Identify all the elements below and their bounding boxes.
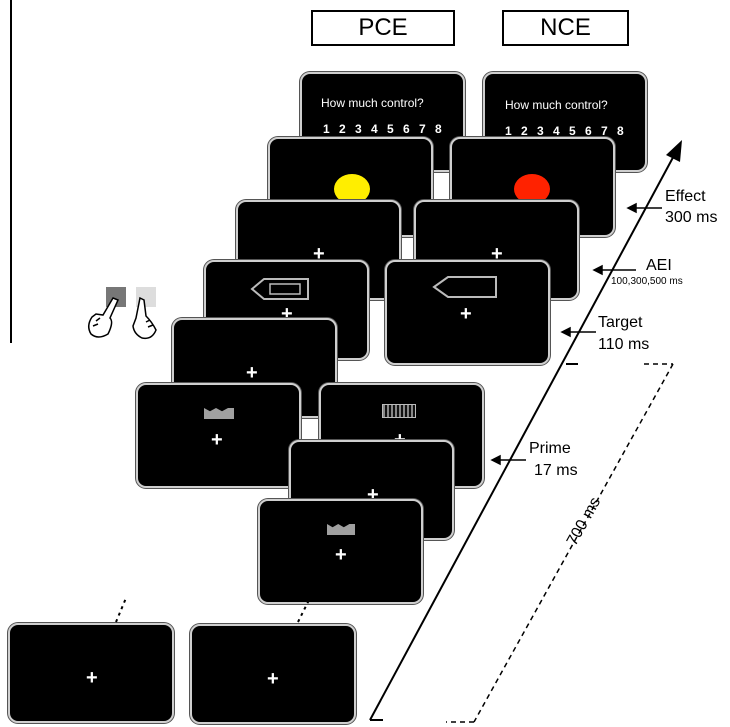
fixation-cross: +	[86, 667, 98, 689]
target-arrow-icon	[250, 278, 309, 300]
yellow-circle-effect	[334, 174, 370, 204]
divider-line	[10, 0, 12, 343]
fixation-screen-right: +	[190, 624, 356, 724]
pce-rating-question: How much control?	[321, 96, 424, 110]
mask-stimulus	[382, 404, 416, 418]
fixation-screen-left: +	[8, 623, 174, 723]
pce-prime-screen: +	[136, 383, 301, 488]
nce-label: NCE	[502, 10, 629, 46]
nce-target-screen: +	[385, 260, 550, 365]
prime-stimulus	[327, 524, 355, 535]
fixation-cross: +	[460, 303, 472, 325]
fixation-cross: +	[313, 243, 325, 265]
red-circle-effect	[514, 174, 550, 204]
effect-duration: 300 ms	[665, 209, 718, 226]
nce-rating-question: How much control?	[505, 98, 608, 112]
fixation-cross: +	[267, 668, 279, 690]
prime-label: Prime	[529, 440, 571, 457]
fixation-cross: +	[281, 303, 293, 325]
pce-rating-scale: 1 2 3 4 5 6 7 8	[323, 122, 445, 136]
prime-screen: +	[258, 499, 423, 604]
target-arrow-icon	[432, 276, 497, 298]
hand-right-icon	[132, 296, 157, 340]
aei-durations: 100,300,500 ms	[611, 276, 683, 287]
fixation-cross: +	[335, 544, 347, 566]
aei-label: AEI	[646, 257, 672, 274]
fixation-cross: +	[367, 484, 379, 506]
nce-rating-scale: 1 2 3 4 5 6 7 8	[505, 124, 627, 138]
pce-label: PCE	[311, 10, 455, 46]
target-label: Target	[598, 314, 643, 331]
prime-stimulus	[204, 408, 234, 419]
time-axis-arrowhead	[666, 140, 682, 162]
target-duration: 110 ms	[598, 336, 650, 353]
effect-label: Effect	[665, 188, 706, 205]
fixation-cross: +	[246, 362, 258, 384]
time-axis	[369, 149, 678, 721]
700ms-bracket	[446, 363, 674, 723]
fixation-cross: +	[211, 429, 223, 451]
fixation-cross: +	[491, 243, 503, 265]
hand-left-icon	[88, 297, 120, 338]
prime-duration: 17 ms	[534, 462, 578, 479]
